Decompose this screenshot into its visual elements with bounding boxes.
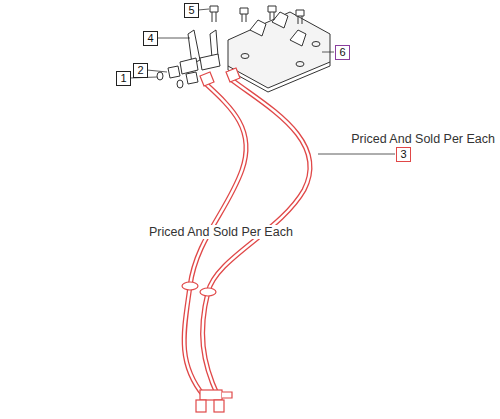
callout-number: 1 — [116, 71, 131, 86]
callout-number: 3 — [396, 147, 411, 162]
pricing-note: Priced And Sold Per Each — [148, 225, 294, 239]
callout-number: 2 — [133, 63, 148, 78]
callout-number: 5 — [184, 3, 199, 18]
pricing-note: Priced And Sold Per Each — [350, 132, 496, 146]
callout-number: 6 — [335, 45, 350, 60]
callout-number: 4 — [143, 31, 158, 46]
